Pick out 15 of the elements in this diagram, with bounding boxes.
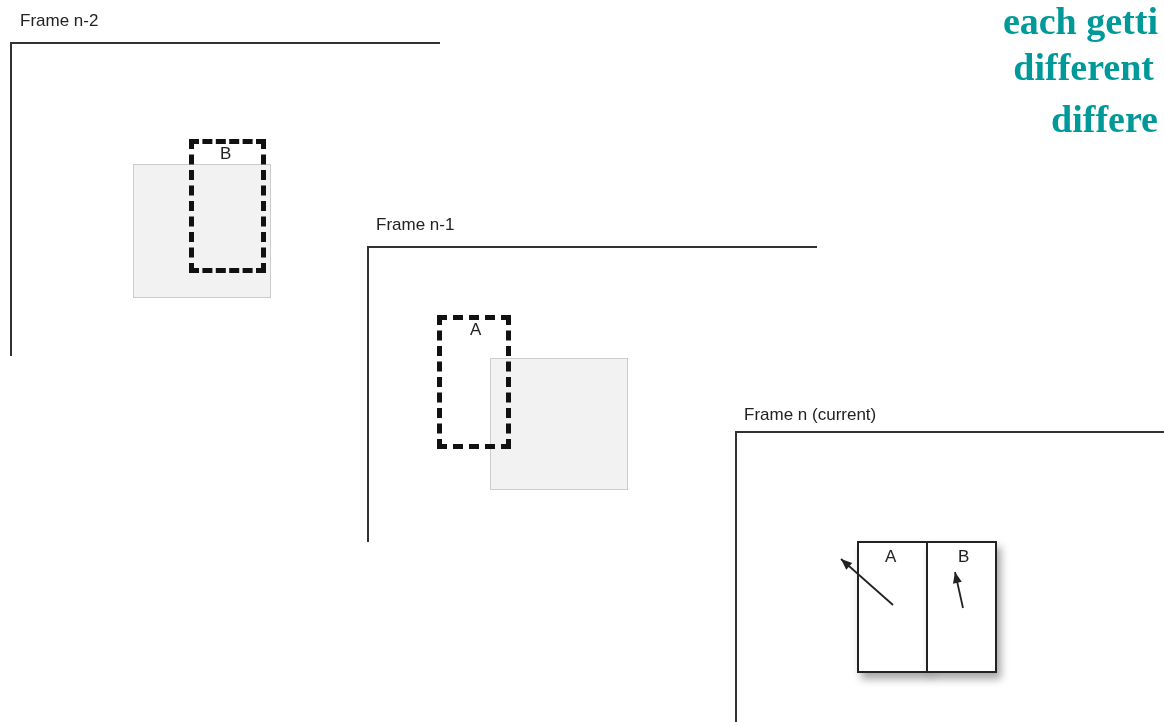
note-text: differe [1051, 100, 1158, 138]
dashed-block-outline [437, 315, 511, 449]
block-label: B [958, 547, 970, 567]
block-region [490, 358, 628, 490]
block-label: B [220, 144, 232, 164]
frame-label: Frame n-2 [20, 11, 99, 31]
block-region [133, 164, 271, 298]
note-text: each getti [1002, 2, 1158, 40]
block-cell [926, 541, 997, 673]
dashed-block-outline [189, 139, 266, 273]
frame-label: Frame n (current) [744, 405, 877, 425]
block-label: A [885, 547, 897, 567]
block-label: A [470, 320, 482, 340]
note-text: different [1013, 48, 1154, 86]
frame-label: Frame n-1 [376, 215, 455, 235]
